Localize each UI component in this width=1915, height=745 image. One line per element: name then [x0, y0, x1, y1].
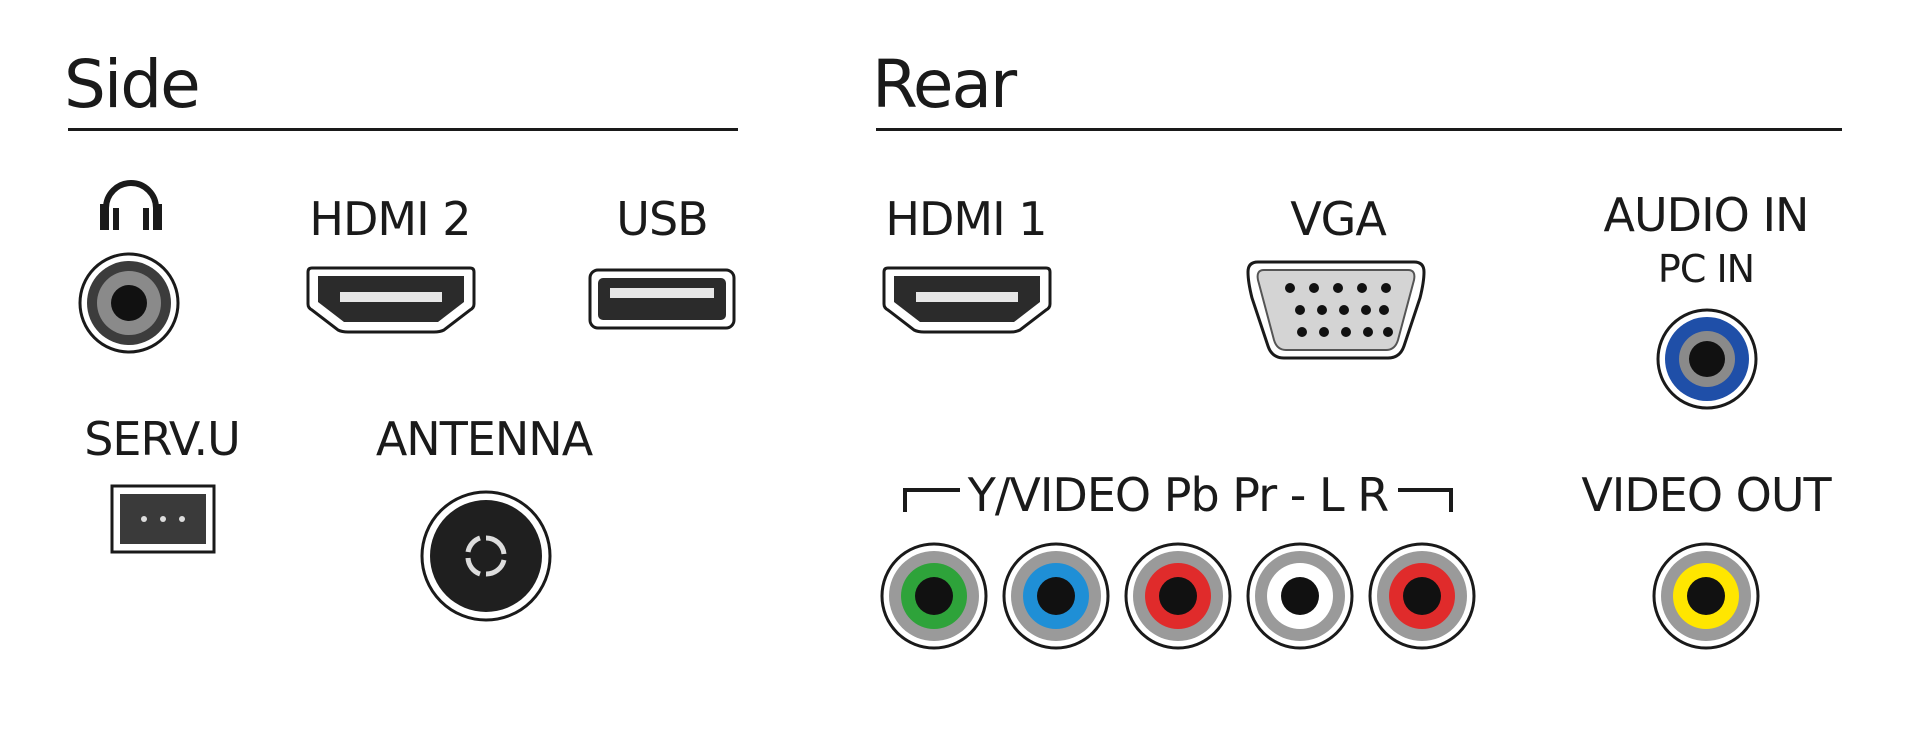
component-jacks — [880, 542, 1476, 650]
video-out-label: VIDEO OUT — [1581, 468, 1831, 522]
rca-audio-l-jack[interactable] — [1246, 542, 1354, 650]
rca-y-video-jack[interactable] — [880, 542, 988, 650]
headphone-icon — [100, 180, 162, 230]
usb-port[interactable] — [588, 268, 736, 330]
servu-port[interactable] — [110, 484, 216, 554]
hdmi1-port[interactable] — [880, 264, 1054, 336]
vga-port[interactable] — [1244, 258, 1428, 362]
component-bracket — [903, 488, 1453, 512]
usb-label: USB — [616, 192, 708, 246]
antenna-label: ANTENNA — [375, 412, 593, 466]
vga-label: VGA — [1290, 192, 1387, 246]
rca-pb-jack[interactable] — [1002, 542, 1110, 650]
component-label: Y/VIDEO Pb Pr - L R — [967, 468, 1389, 522]
rca-pr-jack[interactable] — [1124, 542, 1232, 650]
servu-label: SERV.U — [84, 412, 241, 466]
audio-in-jack[interactable] — [1656, 308, 1758, 410]
audio-in-label: AUDIO IN — [1603, 188, 1810, 242]
hdmi2-label: HDMI 2 — [309, 192, 471, 246]
rear-section-title: Rear — [872, 46, 1017, 123]
headphone-jack[interactable] — [78, 252, 180, 354]
rca-audio-r-jack[interactable] — [1368, 542, 1476, 650]
side-section-title: Side — [64, 46, 201, 123]
video-out-jack[interactable] — [1652, 542, 1760, 650]
pc-in-label: PC IN — [1657, 247, 1755, 291]
hdmi2-port[interactable] — [304, 264, 478, 336]
rear-section-rule — [876, 128, 1842, 131]
antenna-port[interactable] — [420, 490, 552, 622]
hdmi1-label: HDMI 1 — [885, 192, 1047, 246]
side-section-rule — [68, 128, 738, 131]
